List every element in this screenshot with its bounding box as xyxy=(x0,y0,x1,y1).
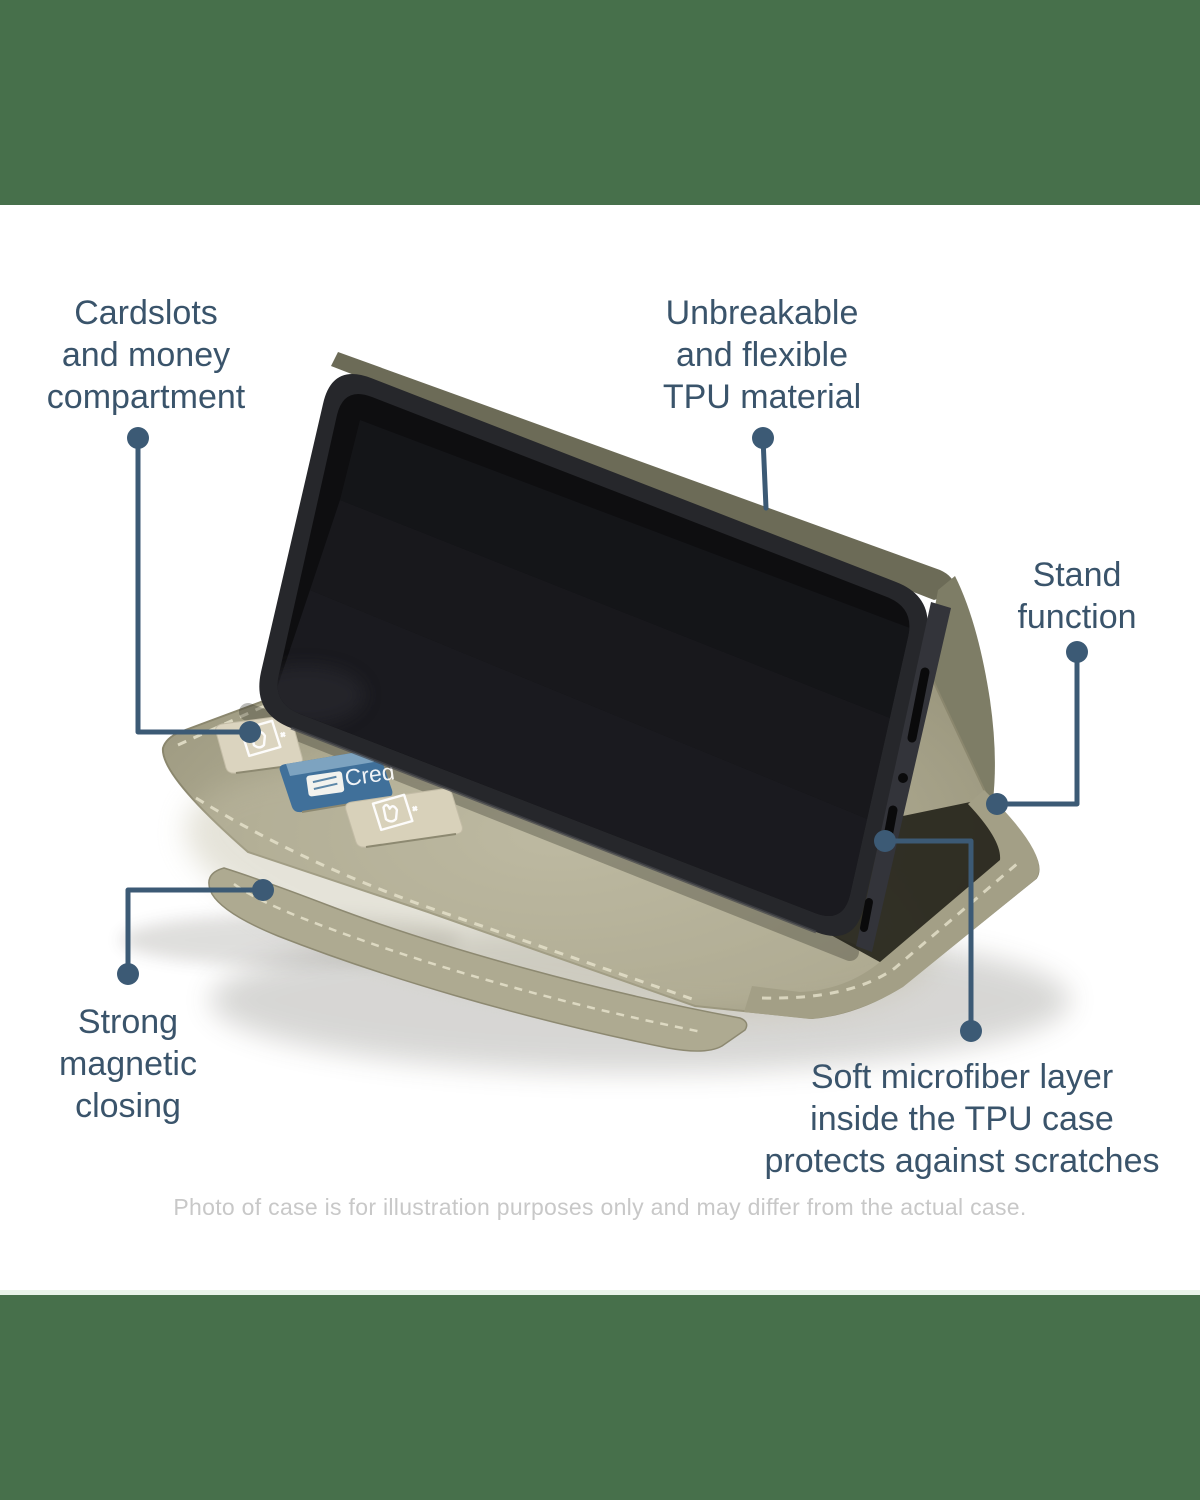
leader-magnetic xyxy=(117,879,274,985)
leader-dot xyxy=(752,427,774,449)
annotation-cardslots: Cardslots and money compartment xyxy=(46,294,246,416)
bottom-bar-fade-line xyxy=(0,1290,1200,1295)
phone xyxy=(259,373,951,952)
beige-card-2 xyxy=(345,788,463,848)
leader-dot xyxy=(117,963,139,985)
case-back-top-edge xyxy=(331,352,955,600)
lion-crest-icon xyxy=(371,793,418,832)
leader-dot xyxy=(1066,641,1088,663)
photo-disclaimer: Photo of case is for illustration purpos… xyxy=(173,1194,1027,1220)
screen-reflections xyxy=(277,420,910,917)
card-slot-cards: Cred xyxy=(215,715,463,848)
leader-stand xyxy=(986,641,1088,815)
leader-lines xyxy=(117,427,1088,1042)
annotation-magnetic-closing: Strong magnetic closing xyxy=(59,1003,197,1125)
leader-dot xyxy=(252,879,274,901)
top-green-bar xyxy=(0,0,1200,205)
annotation-stand-function: Stand function xyxy=(1017,556,1137,636)
leader-dot xyxy=(960,1020,982,1042)
case-front-rim xyxy=(744,790,1040,1019)
leader-dot xyxy=(127,427,149,449)
annotation-microfiber-layer: Soft microfiber layer inside the TPU cas… xyxy=(764,1058,1160,1180)
leader-dot xyxy=(239,721,261,743)
bottom-green-bar xyxy=(0,1295,1200,1500)
leader-microfiber xyxy=(874,830,982,1042)
leader-dot xyxy=(986,793,1008,815)
leader-tpu xyxy=(752,427,774,511)
leader-dot xyxy=(874,830,896,852)
phone-contact-shadow xyxy=(239,703,859,961)
leader-cardslots xyxy=(127,427,261,743)
annotation-tpu-material: Unbreakable and flexible TPU material xyxy=(662,294,862,416)
